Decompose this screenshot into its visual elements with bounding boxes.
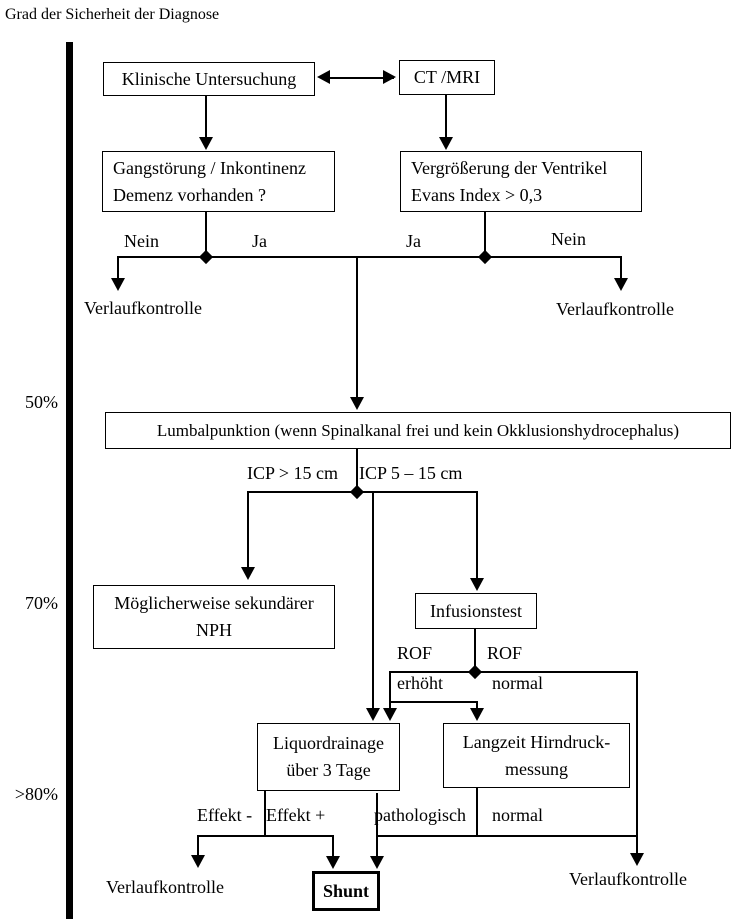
arrowhead-down-icon [366, 708, 380, 721]
box-gangstoerung-line2: Demenz vorhanden ? [113, 184, 266, 205]
edge-label-icp-high: ICP > 15 cm [247, 463, 338, 483]
box-infusionstest: Infusionstest [415, 593, 537, 629]
box-liquordrainage-line1: Liquordrainage [273, 733, 384, 753]
box-infusionstest-label: Infusionstest [430, 600, 522, 621]
axis-label-50: 50% [25, 392, 58, 412]
box-gangstoerung-line1: Gangstörung / Inkontinenz [113, 157, 306, 178]
connector-patho-shunt [376, 793, 378, 856]
edge-label-ja-right: Ja [406, 231, 421, 251]
connector-effekt-minus [197, 835, 199, 857]
connector-liquor-effekt [264, 791, 266, 837]
box-sekundaerer-nph-line1: Möglicherweise sekundärer [114, 593, 314, 613]
box-klinische-untersuchung: Klinische Untersuchung [103, 62, 315, 96]
arrowhead-down-icon [241, 567, 255, 580]
box-sekundaerer-nph: Möglicherweise sekundärer NPH [93, 585, 335, 649]
arrowhead-down-icon [326, 856, 340, 869]
split-line-patho [376, 835, 638, 837]
box-shunt-label: Shunt [322, 880, 370, 901]
arrowhead-left-icon [317, 70, 330, 84]
edge-label-nein-right: Nein [551, 229, 586, 249]
arrowhead-right-icon [383, 70, 396, 84]
connector-rof-langzeit [476, 701, 478, 710]
axis-label-80: >80% [14, 784, 58, 804]
edge-label-ja-left: Ja [252, 231, 267, 251]
box-liquordrainage: Liquordrainage über 3 Tage [257, 723, 400, 791]
connector-gang-split [205, 212, 207, 258]
arrowhead-down-icon [614, 278, 628, 291]
box-vergroesserung-line1: Vergrößerung der Ventrikel [411, 157, 608, 178]
arrowhead-down-icon [370, 856, 384, 869]
arrowhead-down-icon [199, 137, 213, 150]
decision-diamond-icon [477, 249, 493, 265]
arrowhead-down-icon [470, 578, 484, 591]
connector-vergr-split [484, 212, 486, 258]
connector-rof-normal-verlauf [636, 671, 638, 853]
box-gangstoerung: Gangstörung / Inkontinenz Demenz vorhand… [102, 151, 335, 212]
edge-label-rof-left: ROF [397, 643, 433, 663]
box-langzeit-line2: messung [505, 758, 568, 779]
edge-label-effekt-minus: Effekt - [197, 805, 253, 825]
connector-lumbal-split [356, 449, 358, 493]
edge-label-normal-bottom: normal [492, 805, 543, 825]
box-langzeit-line1: Langzeit Hirndruck- [462, 731, 611, 752]
connector-ctmri-vergr [445, 95, 447, 140]
box-ct-mri: CT /MRI [399, 60, 495, 95]
edge-label-nein-left: Nein [124, 231, 159, 251]
box-ct-mri-label: CT /MRI [413, 67, 481, 87]
box-sekundaerer-nph-line2: NPH [195, 620, 232, 640]
connector-rof-erhoeht [389, 671, 391, 710]
edge-label-pathologisch: pathologisch [374, 805, 466, 825]
split-line-rof [389, 671, 638, 673]
split-line-top [117, 256, 622, 258]
decision-diamond-icon [349, 484, 365, 500]
box-liquordrainage-line2: über 3 Tage [286, 760, 371, 780]
connector-effekt-plus [332, 835, 334, 856]
box-lumbalpunktion: Lumbalpunktion (wenn Spinalkanal frei un… [105, 412, 731, 449]
decision-diamond-icon [198, 249, 214, 265]
outcome-verlaufkontrolle-top-left: Verlaufkontrolle [84, 298, 202, 318]
arrowhead-down-icon [350, 397, 364, 410]
connector-ja-lumbal [356, 256, 358, 399]
box-langzeit-hirndruckmessung: Langzeit Hirndruck- messung [443, 723, 630, 788]
outcome-verlaufkontrolle-bottom-left: Verlaufkontrolle [106, 877, 224, 897]
edge-label-effekt-plus: Effekt + [266, 805, 326, 825]
connector-icp-mid-infusion [476, 491, 478, 578]
outcome-verlaufkontrolle-bottom-right: Verlaufkontrolle [569, 869, 687, 889]
arrowhead-down-icon [383, 708, 397, 721]
box-vergroesserung: Vergrößerung der Ventrikel Evans Index >… [400, 151, 642, 212]
arrowhead-down-icon [439, 137, 453, 150]
axis-label-70: 70% [25, 593, 58, 613]
edge-label-icp-mid: ICP 5 – 15 cm [359, 463, 463, 483]
connector-icp-mid-liquor [372, 491, 374, 708]
edge-label-normal-mid: normal [492, 673, 543, 693]
arrowhead-down-icon [470, 708, 484, 721]
edge-label-rof-right: ROF [487, 643, 523, 663]
connector-nein-right [620, 256, 622, 281]
box-klinische-label: Klinische Untersuchung [121, 68, 297, 89]
arrowhead-down-icon [111, 278, 125, 291]
edge-label-erhoeht: erhöht [397, 673, 443, 693]
arrowhead-down-icon [630, 853, 644, 866]
connector-klinische-ctmri [322, 77, 394, 79]
connector-rof-sub [389, 701, 478, 703]
box-vergroesserung-line2: Evans Index > 0,3 [411, 184, 543, 205]
box-lumbalpunktion-label: Lumbalpunktion (wenn Spinalkanal frei un… [156, 421, 680, 440]
connector-infusion-rof [474, 629, 476, 673]
connector-icp-high-nph [247, 491, 249, 567]
connector-langzeit-patho [476, 788, 478, 837]
arrowhead-down-icon [191, 855, 205, 868]
certainty-axis-line [66, 42, 73, 919]
split-line-effekt [197, 835, 334, 837]
page-title: Grad der Sicherheit der Diagnose [5, 6, 220, 23]
decision-diamond-icon [467, 664, 483, 680]
connector-nein-left [117, 256, 119, 281]
connector-klinische-gang [205, 96, 207, 140]
box-shunt: Shunt [312, 871, 380, 911]
outcome-verlaufkontrolle-top-right: Verlaufkontrolle [556, 299, 674, 319]
